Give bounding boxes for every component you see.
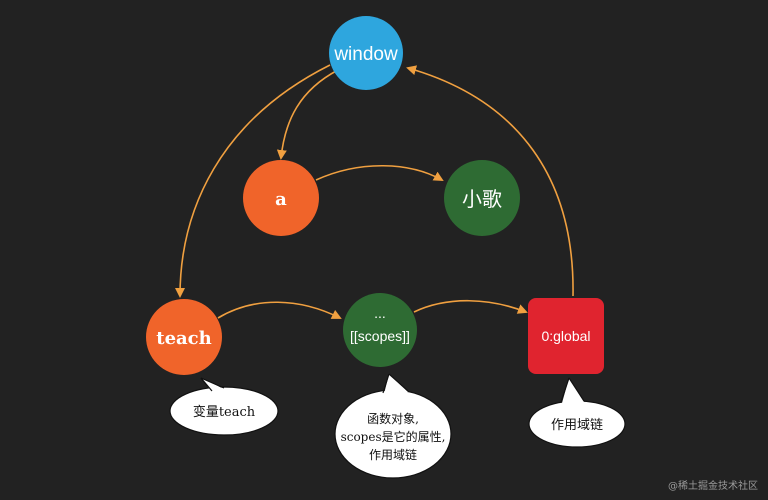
node-a: a bbox=[243, 160, 319, 236]
callout-scopes-line-1: 函数对象, bbox=[367, 411, 419, 426]
callout-global-text: 作用域链 bbox=[551, 418, 603, 433]
node-xiaoge-label: 小歌 bbox=[462, 188, 502, 211]
callout-global: 作用域链 bbox=[528, 377, 626, 448]
callout-scopes-line-3: 作用域链 bbox=[369, 447, 417, 462]
node-global-label: 0:global bbox=[541, 328, 590, 344]
edge-teach-to-scopes bbox=[217, 301, 342, 319]
edge-window-to-teach bbox=[175, 64, 331, 298]
callout-scopes: 函数对象, scopes是它的属性, 作用域链 bbox=[334, 373, 452, 479]
watermark: @稀土掘金技术社区 bbox=[668, 481, 758, 492]
node-a-label: a bbox=[275, 189, 287, 210]
edge-window-to-a bbox=[276, 69, 339, 160]
node-teach: teach bbox=[146, 299, 222, 375]
callout-teach-text: 变量teach bbox=[193, 404, 256, 420]
node-global: 0:global bbox=[528, 298, 604, 374]
callout-scopes-line-2: scopes是它的属性, bbox=[341, 429, 446, 444]
node-scopes-label: [[scopes]] bbox=[350, 328, 410, 344]
edge-a-to-xiaoge bbox=[315, 164, 444, 181]
node-xiaoge: 小歌 bbox=[444, 160, 520, 236]
node-scopes-ellipsis: ... bbox=[374, 305, 386, 321]
edge-global-to-window bbox=[406, 65, 574, 297]
node-window-label: window bbox=[333, 44, 398, 65]
callout-teach: 变量teach bbox=[169, 377, 279, 436]
edge-scopes-to-global bbox=[413, 299, 528, 314]
node-teach-label: teach bbox=[156, 328, 211, 349]
node-scopes: ... [[scopes]] bbox=[343, 293, 417, 367]
node-window: window bbox=[329, 16, 403, 90]
